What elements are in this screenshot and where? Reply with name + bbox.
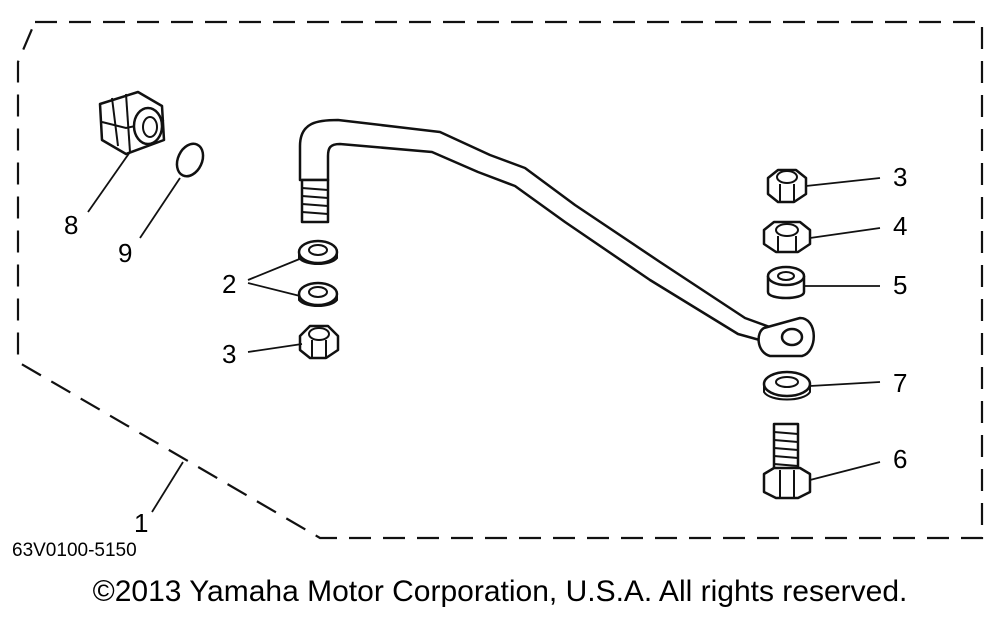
callout-4: 4: [893, 211, 907, 241]
leader-9: [139, 177, 181, 239]
callout-3-right: 3: [893, 162, 907, 192]
part-4-nut: [762, 220, 812, 254]
part-3-nut-right: [766, 168, 808, 204]
part-5-collar: [766, 265, 806, 300]
leader-1: [151, 461, 184, 513]
leader-3-left: [247, 343, 303, 353]
callout-9: 9: [118, 238, 132, 268]
part-2-washer-upper: [297, 239, 339, 265]
part-2-washer-lower: [297, 281, 339, 307]
callout-2: 2: [222, 269, 236, 299]
leader-7: [809, 381, 881, 387]
callout-8: 8: [64, 210, 78, 240]
parts-diagram: 1 2 3 8 9 3 4 5 7 6: [16, 20, 984, 540]
leader-2-lower: [247, 282, 301, 297]
leader-6: [809, 461, 881, 481]
part-9-o-ring: [175, 142, 205, 178]
callout-5: 5: [893, 270, 907, 300]
copyright-notice: ©2013 Yamaha Motor Corporation, U.S.A. A…: [92, 575, 908, 608]
leader-8: [87, 151, 131, 213]
part-7-washer: [762, 370, 812, 401]
callout-7: 7: [893, 368, 907, 398]
part-3-nut-left: [298, 324, 340, 360]
kit-boundary-dashed-outline: [16, 20, 984, 540]
callout-6: 6: [893, 444, 907, 474]
leader-3-right: [805, 177, 881, 187]
callout-1: 1: [134, 508, 148, 538]
part-8-grommet: [98, 90, 166, 156]
leader-4: [809, 227, 881, 239]
part-6-bolt: [762, 422, 812, 500]
drawing-code: 63V0100-5150: [12, 540, 137, 561]
leader-2-upper: [247, 257, 303, 281]
part-1-link-rod: [298, 118, 815, 358]
callout-3-left: 3: [222, 339, 236, 369]
